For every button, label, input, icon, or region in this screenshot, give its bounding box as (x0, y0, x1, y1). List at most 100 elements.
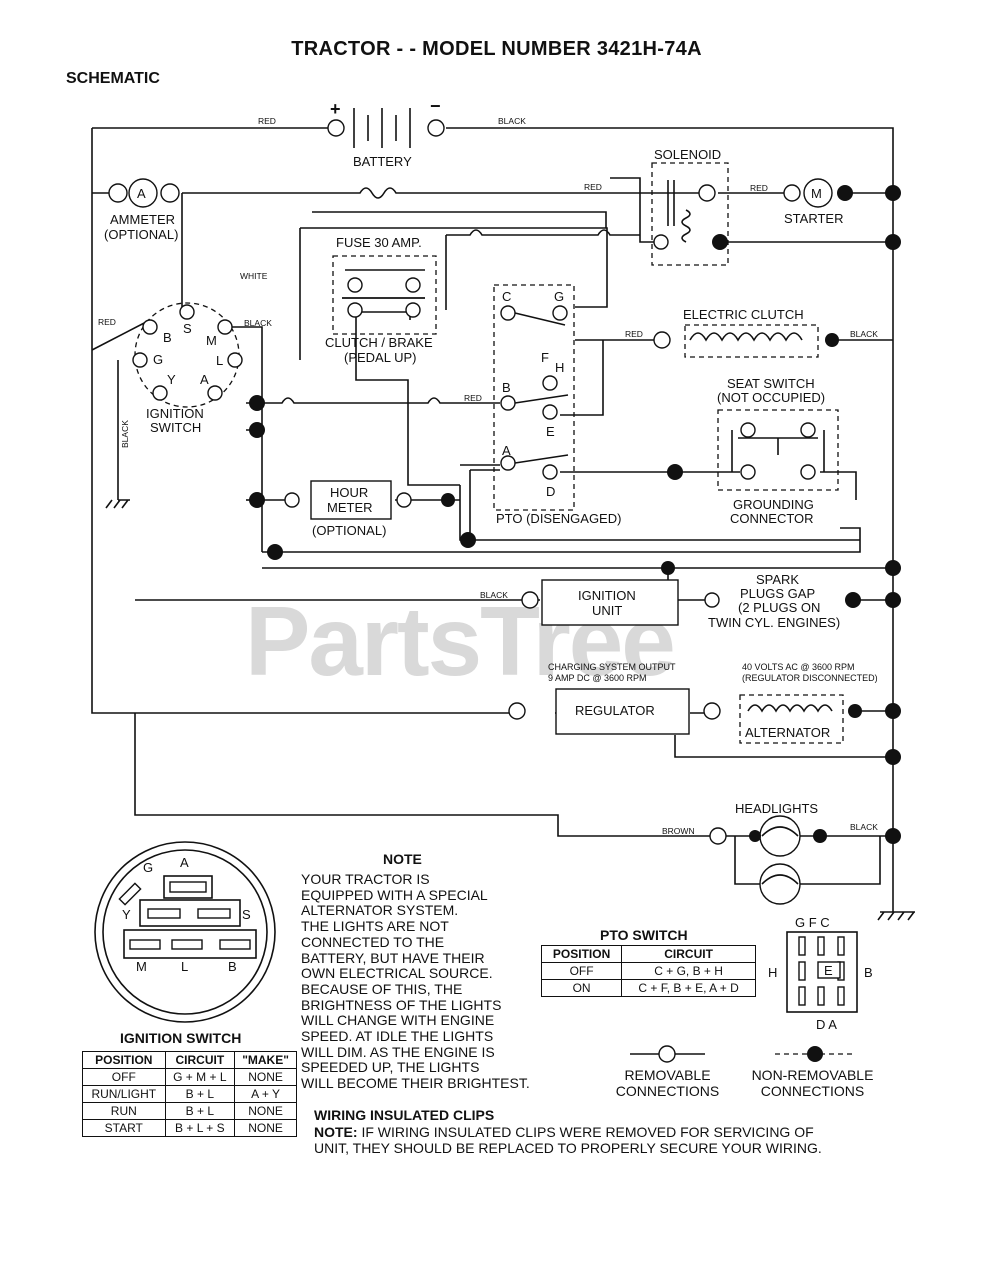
table-cell: NONE (234, 1102, 297, 1120)
headlights: HEADLIGHTS (709, 801, 901, 905)
wire-label-red: RED (750, 183, 768, 193)
regulator-disconnected-label: (REGULATOR DISCONNECTED) (742, 673, 878, 683)
pto-face-top-letters: G F C (795, 915, 830, 930)
table-cell: OFF (82, 1068, 166, 1086)
ac-volts-label: 40 VOLTS AC @ 3600 RPM (742, 662, 855, 672)
pto-terminal-e: E (546, 424, 555, 439)
face-letter-b: B (228, 959, 237, 974)
note-line: OWN ELECTRICAL SOURCE. (301, 965, 493, 982)
ignition-switch-label: IGNITION (146, 406, 204, 421)
face-letter-s: S (242, 907, 251, 922)
table-row: RUN/LIGHT B + L A + Y (82, 1085, 297, 1103)
ammeter-label: AMMETER (110, 212, 175, 227)
legend-non-removable-line2: CONNECTIONS (760, 1083, 865, 1099)
face-letter-l: L (181, 959, 188, 974)
ignition-switch-face: G A Y S M L B (94, 841, 276, 1023)
battery-positive-label: + (330, 99, 341, 119)
clips-note: NOTE: IF WIRING INSULATED CLIPS WERE REM… (314, 1124, 822, 1156)
note-line: WILL DIM. AS THE ENGINE IS (301, 1043, 495, 1060)
wire-label-black: BLACK (244, 318, 272, 328)
table-header: CIRCUIT (621, 945, 756, 963)
ignition-unit-label: IGNITION (578, 588, 636, 603)
ignition-table-title: IGNITION SWITCH (120, 1030, 242, 1046)
pto-terminal-h: H (555, 360, 564, 375)
table-cell: NONE (234, 1119, 297, 1137)
pto-terminal-c: C (502, 289, 511, 304)
ignition-terminal-m: M (206, 333, 217, 348)
clutch-brake-label: CLUTCH / BRAKE (325, 335, 433, 350)
spark-plugs-label: (2 PLUGS ON (738, 600, 820, 615)
wire-color-labels: RED BLACK RED RED WHITE RED BLACK RED BL… (98, 116, 878, 836)
note-line: ALTERNATOR SYSTEM. (301, 902, 459, 919)
table-header: POSITION (82, 1051, 166, 1069)
table-cell: C + F, B + E, A + D (621, 979, 756, 997)
table-cell: B + L + S (164, 1119, 236, 1137)
regulator-label: REGULATOR (575, 703, 655, 718)
pto-terminal-g: G (554, 289, 564, 304)
seat-switch: SEAT SWITCH (NOT OCCUPIED) GROUNDING CON… (667, 376, 839, 526)
wire-label-white: WHITE (240, 271, 268, 281)
wire-label-black: BLACK (498, 116, 526, 126)
note-line: BATTERY, BUT HAVE THEIR (301, 949, 485, 966)
hour-meter-label: HOUR (330, 485, 368, 500)
electric-clutch-label: ELECTRIC CLUTCH (683, 307, 804, 322)
pto-terminal-b: B (502, 380, 511, 395)
table-header: POSITION (540, 945, 623, 963)
grounding-label: GROUNDING (733, 497, 814, 512)
battery-negative-label: − (430, 96, 441, 116)
pto-table-title: PTO SWITCH (600, 927, 688, 943)
battery-label: BATTERY (353, 154, 412, 169)
table-row: OFF G + M + L NONE (82, 1068, 297, 1086)
hour-meter-optional: (OPTIONAL) (312, 523, 386, 538)
table-cell: ON (540, 979, 623, 997)
hour-meter: HOUR METER (OPTIONAL) (284, 480, 476, 548)
pto-switch-table: POSITION CIRCUIT OFF C + G, B + H ON C +… (540, 945, 756, 997)
spark-twin-label: TWIN CYL. ENGINES) (708, 615, 840, 630)
pto-switch-face: G F C H E B D A (768, 915, 873, 1032)
table-cell: RUN/LIGHT (82, 1085, 166, 1103)
note-line: SPEED. AT IDLE THE LIGHTS (301, 1028, 494, 1045)
seat-switch-label: SEAT SWITCH (727, 376, 815, 391)
pto-face-left-letter: H (768, 965, 777, 980)
ignition-terminal-b: B (163, 330, 172, 345)
legend-non-removable-line1: NON-REMOVABLE (751, 1067, 874, 1083)
pto-face-bottom-letters: D A (816, 1017, 837, 1032)
legend-removable: REMOVABLE CONNECTIONS (605, 1067, 730, 1099)
pto-terminal-d: D (546, 484, 555, 499)
ignition-switch-label-2: SWITCH (150, 420, 201, 435)
legend-symbols (630, 1045, 855, 1063)
note-title: NOTE (383, 851, 422, 867)
spark-gap-label: PLUGS GAP (740, 586, 815, 601)
table-cell: START (82, 1119, 166, 1137)
table-cell: A + Y (234, 1085, 297, 1103)
table-cell: NONE (234, 1068, 297, 1086)
starter-symbol: M (811, 186, 822, 201)
spark-label: SPARK (756, 572, 799, 587)
face-letter-m: M (136, 959, 147, 974)
ignition-switch-table: POSITION CIRCUIT "MAKE" OFF G + M + L NO… (82, 1051, 297, 1137)
table-header-row: POSITION CIRCUIT (540, 945, 756, 963)
ignition-terminal-s: S (183, 321, 192, 336)
solenoid-label: SOLENOID (654, 147, 721, 162)
battery-symbol: + − BATTERY (327, 96, 445, 169)
table-row: RUN B + L NONE (82, 1102, 297, 1120)
hour-meter-label-2: METER (327, 500, 373, 515)
face-letter-g: G (143, 860, 153, 875)
note-line: YOUR TRACTOR IS (301, 871, 430, 887)
table-cell: G + M + L (164, 1068, 236, 1086)
wire-label-black: BLACK (850, 329, 878, 339)
ignition-switch: S B M G L Y A IGNITION SWITCH (132, 302, 283, 560)
table-cell: B + L (164, 1102, 236, 1120)
wire-label-red: RED (258, 116, 276, 126)
wire-label-black: BLACK (480, 590, 508, 600)
ammeter-symbol: A (137, 186, 146, 201)
starter: M STARTER (783, 178, 901, 250)
starter-label: STARTER (784, 211, 843, 226)
electric-clutch: ELECTRIC CLUTCH (653, 307, 839, 358)
page-title: TRACTOR - - MODEL NUMBER 3421H-74A (291, 38, 702, 60)
wire-label-red: RED (625, 329, 643, 339)
charging-amp-label: 9 AMP DC @ 3600 RPM (548, 673, 647, 683)
legend-non-removable: NON-REMOVABLE CONNECTIONS (740, 1067, 885, 1099)
note-line: BRIGHTNESS OF THE LIGHTS (301, 996, 502, 1013)
ammeter-optional-label: (OPTIONAL) (104, 227, 178, 242)
